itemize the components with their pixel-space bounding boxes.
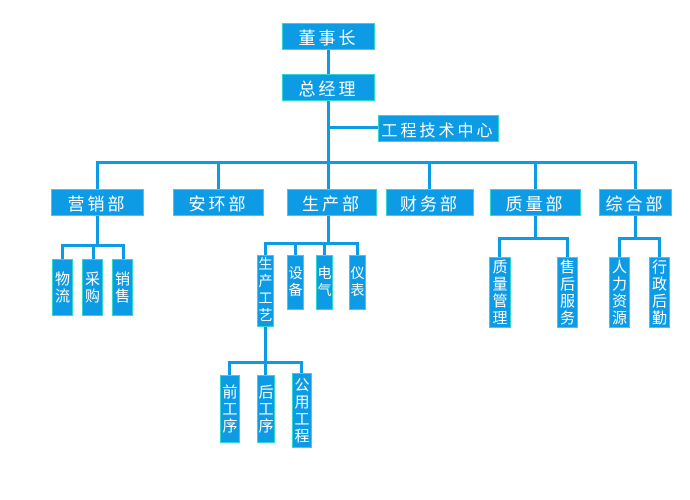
node-sales: 销售 <box>112 259 133 316</box>
connector-drop-instrumentation <box>356 242 359 255</box>
node-utility-engineering: 公用工程 <box>292 373 312 448</box>
node-production-dept: 生产部 <box>287 189 377 216</box>
connector-chairman-gm <box>327 50 330 75</box>
connector-gm-trunk <box>327 101 330 190</box>
connector-drop-equipment <box>294 242 297 255</box>
connector-drop-general <box>634 161 637 190</box>
node-general-manager: 总经理 <box>282 74 375 101</box>
connector-drop-sales <box>122 244 125 259</box>
node-equipment: 设备 <box>287 255 304 310</box>
connector-drop-purchasing <box>92 244 95 259</box>
connector-drop-admin <box>658 237 661 257</box>
node-finance-dept: 财务部 <box>386 189 474 216</box>
connector-drop-production-process <box>264 242 267 255</box>
connector-drop-finance <box>428 161 431 190</box>
node-quality-management: 质量管理 <box>489 257 511 328</box>
node-engineering-tech-center: 工程技术中心 <box>378 115 499 142</box>
node-marketing-dept: 营销部 <box>51 189 144 216</box>
connector-drop-front-process <box>228 361 231 375</box>
connector-branch-engineering <box>328 126 378 129</box>
connector-drop-quality <box>534 161 537 190</box>
connector-production-stem <box>327 216 330 245</box>
node-after-sales-service: 售后服务 <box>557 257 578 328</box>
connector-drop-after-sales <box>566 237 569 257</box>
connector-drop-hr <box>618 237 621 257</box>
connector-drop-marketing <box>96 161 99 190</box>
connector-drop-logistics <box>61 244 64 259</box>
node-rear-process: 后工序 <box>257 375 275 443</box>
connector-production-rail <box>264 242 359 245</box>
node-purchasing: 采购 <box>82 259 103 316</box>
node-logistics: 物流 <box>52 259 73 316</box>
node-human-resources: 人力资源 <box>609 257 630 328</box>
connector-general-rail <box>618 237 661 240</box>
connector-general-stem <box>634 216 637 240</box>
node-front-process: 前工序 <box>220 375 240 443</box>
connector-departments-rail <box>96 161 637 164</box>
node-production-process: 生产工艺 <box>257 255 274 327</box>
connector-quality-stem <box>534 216 537 240</box>
connector-quality-rail <box>498 237 569 240</box>
connector-drop-utility <box>300 361 303 373</box>
node-admin-logistics: 行政后勤 <box>649 257 670 328</box>
connector-drop-rear-process <box>264 361 267 375</box>
node-quality-dept: 质量部 <box>490 189 581 216</box>
connector-marketing-stem <box>96 216 99 247</box>
connector-drop-electrical <box>323 242 326 255</box>
node-electrical: 电气 <box>316 255 333 310</box>
node-instrumentation: 仪表 <box>349 255 366 310</box>
node-safety-env-dept: 安环部 <box>173 189 264 216</box>
connector-drop-safety <box>217 161 220 190</box>
connector-process-stem <box>264 327 267 364</box>
node-chairman: 董事长 <box>282 23 375 50</box>
connector-drop-quality-management <box>498 237 501 257</box>
node-general-dept: 综合部 <box>599 189 672 216</box>
